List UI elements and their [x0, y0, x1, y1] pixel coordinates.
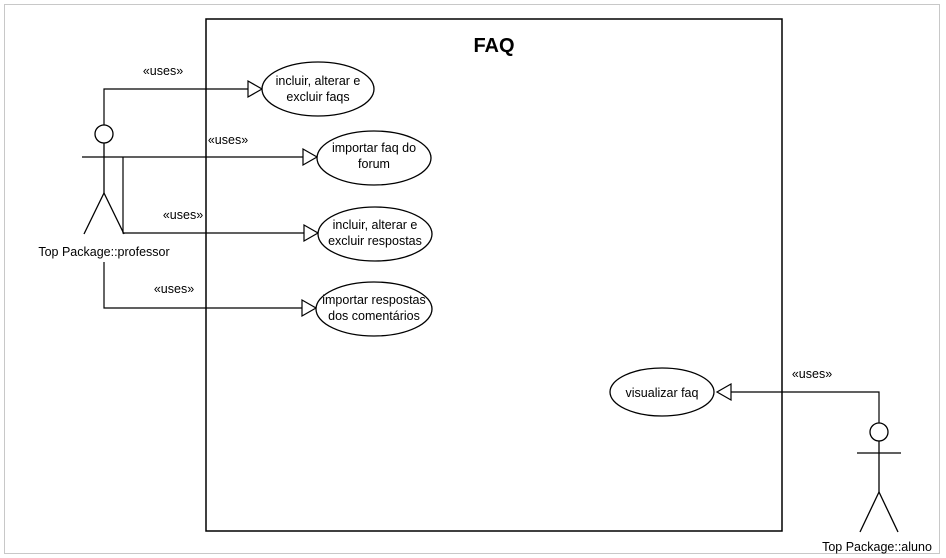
relation-label: «uses»: [143, 64, 183, 78]
relation-label: «uses»: [163, 208, 203, 222]
relation-line: [103, 262, 302, 309]
use-case-ellipse: [609, 367, 715, 417]
actor-name-professor: Top Package::professor: [38, 245, 169, 259]
use-case-label-line-2: forum: [358, 157, 390, 171]
relation-label: «uses»: [208, 133, 248, 147]
use-case-label-line-2: dos comentários: [328, 309, 420, 323]
system-title: FAQ: [473, 35, 514, 57]
relation-uses-1[interactable]: «uses»: [103, 64, 264, 125]
actor-left-leg: [859, 491, 880, 533]
relation-line: [103, 88, 248, 125]
use-case-ellipse: [261, 61, 375, 117]
relation-label: «uses»: [154, 282, 194, 296]
relation-uses-4[interactable]: «uses»: [103, 262, 318, 318]
use-case-label-line-1: incluir, alterar e: [333, 218, 418, 232]
arrowhead-icon: [715, 382, 732, 402]
diagram-frame: [4, 4, 940, 554]
use-case-ellipse: [315, 281, 433, 337]
relation-uses-5[interactable]: «uses»: [715, 367, 880, 423]
use-case-incluir-faqs[interactable]: incluir, alterar e excluir faqs: [261, 61, 375, 117]
use-case-ellipse: [317, 206, 433, 262]
relation-line: [122, 157, 304, 234]
use-case-label-line-2: excluir respostas: [328, 234, 422, 248]
relation-line: [731, 391, 880, 423]
actor-left-leg: [83, 192, 105, 235]
relation-uses-2[interactable]: «uses»: [126, 133, 319, 167]
use-case-label-line-1: incluir, alterar e: [276, 74, 361, 88]
use-case-importar-faq[interactable]: importar faq do forum: [316, 130, 432, 186]
actor-head: [94, 124, 114, 144]
relation-uses-3[interactable]: «uses»: [122, 157, 320, 243]
actor-professor[interactable]: Top Package::professor: [38, 124, 170, 259]
system-boundary: [205, 18, 783, 532]
relation-label: «uses»: [792, 367, 832, 381]
arrowhead-icon: [247, 79, 264, 99]
use-case-label-line-1: visualizar faq: [626, 386, 699, 400]
use-case-label-line-2: excluir faqs: [286, 90, 349, 104]
arrowhead-icon: [303, 223, 320, 243]
use-case-visualizar-faq[interactable]: visualizar faq: [609, 367, 715, 417]
arrowhead-icon: [301, 298, 318, 318]
actor-right-leg: [103, 192, 125, 235]
use-case-label-line-1: importar faq do: [332, 141, 416, 155]
actor-aluno[interactable]: Top Package::aluno: [822, 422, 932, 554]
arrowhead-icon: [302, 147, 319, 167]
actor-name-aluno: Top Package::aluno: [822, 540, 932, 554]
actor-head: [869, 422, 889, 442]
use-case-label-line-1: importar respostas: [322, 293, 426, 307]
use-case-importar-respostas[interactable]: importar respostas dos comentários: [315, 281, 433, 337]
use-case-incluir-respostas[interactable]: incluir, alterar e excluir respostas: [317, 206, 433, 262]
actor-right-leg: [878, 491, 899, 533]
use-case-ellipse: [316, 130, 432, 186]
